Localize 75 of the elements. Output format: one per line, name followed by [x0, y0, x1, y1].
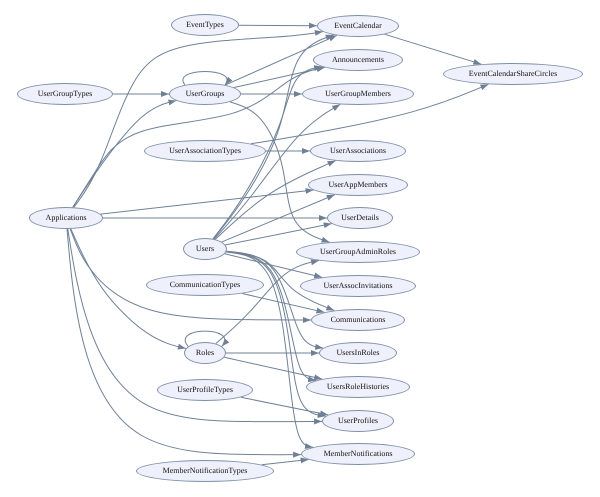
node-label: UserProfiles — [338, 416, 378, 426]
arrow — [67, 228, 323, 424]
entity-ellipse — [157, 379, 253, 401]
node-label: UserAssociations — [330, 146, 386, 156]
node-label: UsersInRoles — [336, 348, 380, 358]
node-label: UserGroups — [186, 90, 224, 98]
arrow — [214, 160, 336, 240]
entity-ellipse — [308, 174, 408, 196]
entity-ellipse — [322, 410, 394, 432]
arrow — [250, 84, 489, 144]
arrow — [214, 104, 341, 240]
node-label: UserGroupMembers — [325, 90, 391, 98]
node-label: UserDetails — [341, 214, 379, 222]
node-label: UserGroupAdminRoles — [320, 248, 396, 256]
arrow — [112, 91, 170, 97]
arrow — [212, 34, 334, 240]
arrow — [266, 148, 310, 154]
node-label: MemberNotificationTypes — [162, 466, 248, 476]
arrow — [242, 293, 325, 314]
arrow — [224, 356, 323, 380]
node-label: UsersRoleHistories — [326, 382, 390, 392]
arrow — [261, 457, 310, 466]
node-label: Roles — [196, 348, 214, 358]
entity-ellipse — [313, 49, 403, 71]
node-label: Announcements — [332, 56, 384, 64]
node-label: UserProfileTypes — [177, 386, 233, 394]
arrow — [240, 396, 328, 416]
arrow — [70, 228, 312, 323]
arrow — [226, 250, 324, 350]
arrow — [221, 194, 336, 242]
arrow — [215, 259, 320, 344]
arrow — [72, 66, 326, 208]
arrow — [226, 250, 317, 382]
arrow — [73, 30, 324, 208]
node-label: UserAssociationTypes — [169, 146, 241, 156]
node-label: CommunicationTypes — [170, 280, 240, 290]
node-label: Users — [196, 244, 214, 254]
entity-ellipse — [327, 207, 393, 229]
arrow — [224, 222, 332, 246]
arrow — [224, 253, 323, 278]
node-label: UserAppMembers — [328, 180, 388, 190]
arrow — [102, 215, 328, 221]
arrow — [212, 65, 323, 240]
entity-ellipse — [169, 83, 241, 105]
arrow — [226, 251, 314, 450]
arrow — [226, 251, 326, 418]
entity-ellipse — [144, 140, 266, 162]
node-label: Applications — [46, 214, 86, 222]
arrow — [100, 188, 314, 215]
arrow — [384, 34, 482, 65]
arrow — [230, 101, 330, 243]
arrow — [234, 66, 326, 88]
node-label: EventCalendarShareCircles — [468, 70, 558, 78]
entity-ellipse — [317, 15, 399, 37]
node-label: UserGroupTypes — [38, 90, 92, 98]
entity-ellipse — [306, 376, 410, 398]
arrow — [224, 34, 338, 86]
node-label: EventTypes — [186, 20, 224, 30]
arrow — [72, 100, 177, 208]
node-label: MemberNotifications — [324, 450, 392, 458]
arrow — [70, 228, 186, 350]
arrow — [238, 22, 318, 29]
node-label: EventCalendar — [334, 22, 382, 30]
entity-ellipse — [301, 443, 415, 465]
entity-ellipse — [300, 275, 416, 297]
entity-ellipse — [184, 342, 226, 364]
arrow — [66, 228, 302, 458]
entity-ellipse — [146, 274, 264, 296]
node-label: Communications — [330, 316, 386, 324]
entity-ellipse — [183, 238, 227, 260]
node-label: UserAssocInvitations — [324, 282, 392, 290]
arrow — [182, 70, 232, 86]
entity-ellipse — [319, 342, 397, 364]
arrow — [226, 350, 320, 356]
arrow — [240, 91, 302, 97]
